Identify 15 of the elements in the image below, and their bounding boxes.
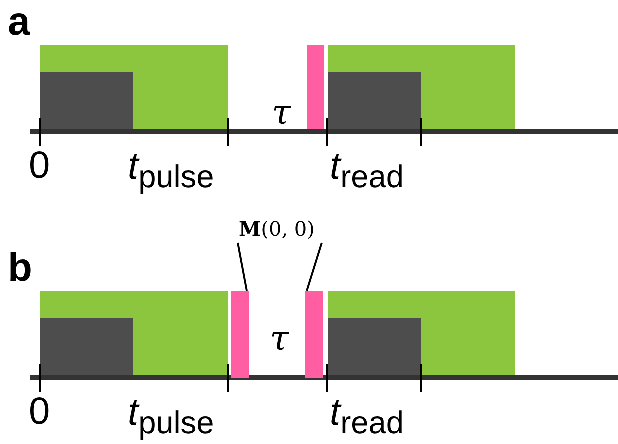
interval-label: τ [270, 322, 289, 356]
leader-line [237, 242, 248, 292]
time-label: 0 [29, 147, 50, 185]
pulse-bar [305, 291, 323, 378]
time-label: t$_{pulse}$ [128, 148, 214, 194]
leader-line [306, 242, 323, 292]
time-label: 0 [29, 393, 50, 431]
panel-letter: b [8, 248, 32, 288]
pulse-bar [231, 291, 249, 378]
panel-letter: a [8, 2, 30, 42]
matrix-label: M(0, 0) [222, 215, 332, 243]
time-label: t$_{pulse}$ [128, 394, 214, 440]
interval-label: τ [272, 96, 291, 130]
time-label: t$_{read}$ [330, 148, 404, 194]
time-label: t$_{read}$ [330, 394, 404, 440]
